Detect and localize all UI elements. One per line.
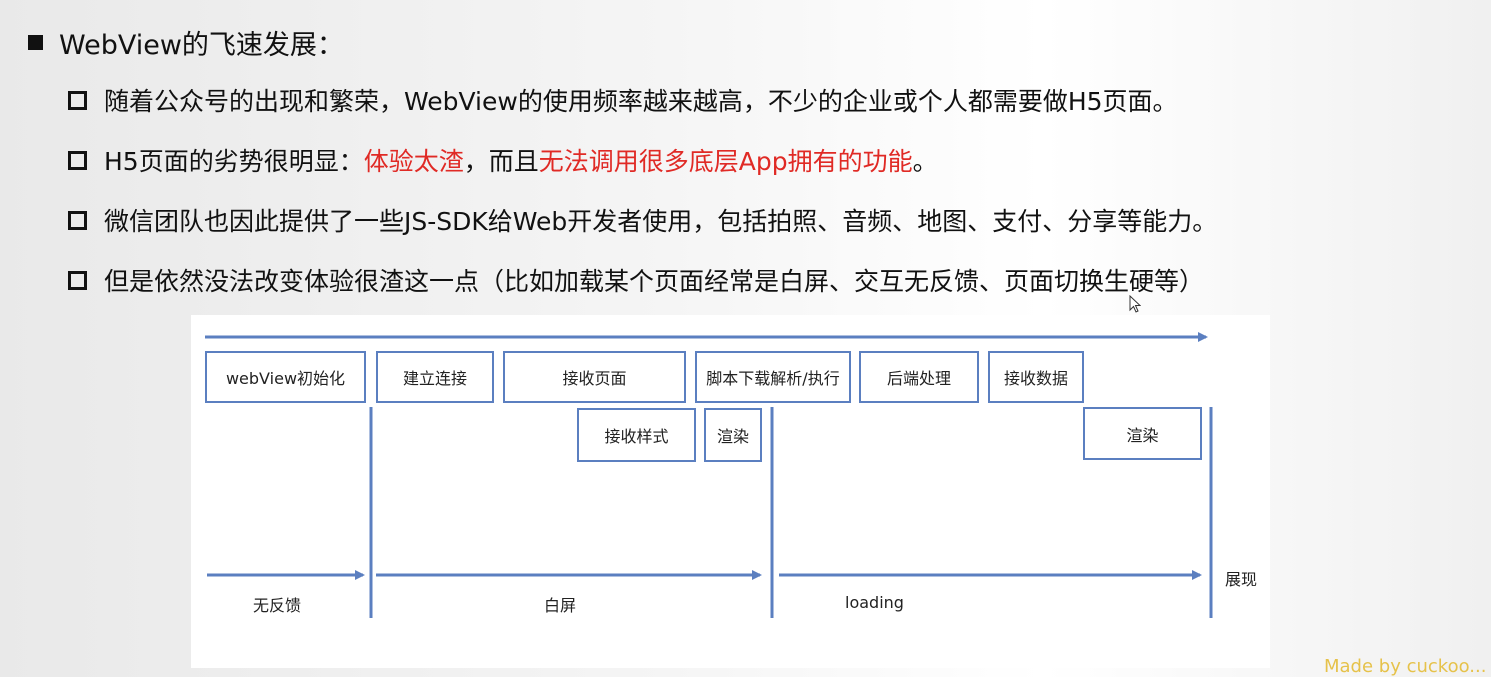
section-title: WebView的飞速发展： [59, 29, 344, 61]
hollow-square-bullet-icon [68, 90, 87, 110]
hollow-square-bullet-icon [68, 270, 87, 290]
hollow-square-bullet-icon [68, 150, 87, 170]
bullet-item-text: 但是依然没法改变体验很渣这一点（比如加载某个页面经常是白屏、交互无反馈、页面切换… [104, 262, 1204, 298]
text-segment: ，而且 [463, 147, 539, 176]
bullet-item: 微信团队也因此提供了一些JS-SDK给Web开发者使用，包括拍照、音频、地图、支… [68, 196, 1463, 244]
highlighted-text: 体验太渣 [363, 147, 464, 176]
box-connect: 建立连接 [376, 351, 494, 403]
text-segment: 但是依然没法改变体验很渣这一点（比如加载某个页面经常是白屏、交互无反馈、页面切换… [104, 267, 1205, 296]
box-render-1: 渲染 [704, 408, 762, 462]
phase-label-white-screen: 白屏 [544, 596, 577, 615]
bullet-item: H5页面的劣势很明显：体验太渣，而且无法调用很多底层App拥有的功能。 [68, 136, 1463, 184]
bullet-item-text: 随着公众号的出现和繁荣，WebView的使用频率越来越高，不少的企业或个人都需要… [104, 82, 1178, 118]
hollow-square-bullet-icon [68, 210, 87, 230]
solid-square-bullet-icon [28, 34, 43, 50]
phase-label-display: 展现 [1225, 570, 1258, 589]
bullet-item-text: H5页面的劣势很明显：体验太渣，而且无法调用很多底层App拥有的功能。 [104, 142, 938, 178]
section-title-row: WebView的飞速发展： [28, 22, 344, 62]
phase-label-loading: loading [845, 593, 904, 612]
mouse-cursor-icon [1129, 295, 1141, 313]
box-receive-data: 接收数据 [988, 351, 1084, 403]
highlighted-text: 无法调用很多底层App拥有的功能 [538, 147, 913, 176]
text-segment: H5页面的劣势很明显： [104, 147, 364, 176]
box-backend: 后端处理 [859, 351, 979, 403]
bullet-list: 随着公众号的出现和繁荣，WebView的使用频率越来越高，不少的企业或个人都需要… [68, 76, 1463, 316]
webview-loading-diagram: webView初始化 建立连接 接收页面 脚本下载解析/执行 后端处理 接收数据… [191, 315, 1270, 668]
watermark: Made by cuckoo... [1324, 656, 1487, 677]
text-segment: 随着公众号的出现和繁荣，WebView的使用频率越来越高，不少的企业或个人都需要… [104, 87, 1178, 116]
box-script: 脚本下载解析/执行 [695, 351, 851, 403]
box-receive-style: 接收样式 [577, 408, 696, 462]
box-webview-init: webView初始化 [205, 351, 366, 403]
box-render-2: 渲染 [1083, 407, 1202, 460]
bullet-item: 随着公众号的出现和繁荣，WebView的使用频率越来越高，不少的企业或个人都需要… [68, 76, 1463, 124]
bullet-item-text: 微信团队也因此提供了一些JS-SDK给Web开发者使用，包括拍照、音频、地图、支… [104, 202, 1217, 238]
diagram-lines [205, 332, 1213, 618]
text-segment: 。 [912, 147, 938, 176]
box-receive-page: 接收页面 [503, 351, 686, 403]
text-segment: 微信团队也因此提供了一些JS-SDK给Web开发者使用，包括拍照、音频、地图、支… [104, 207, 1218, 236]
bullet-item: 但是依然没法改变体验很渣这一点（比如加载某个页面经常是白屏、交互无反馈、页面切换… [68, 256, 1463, 304]
phase-label-no-feedback: 无反馈 [253, 596, 302, 615]
